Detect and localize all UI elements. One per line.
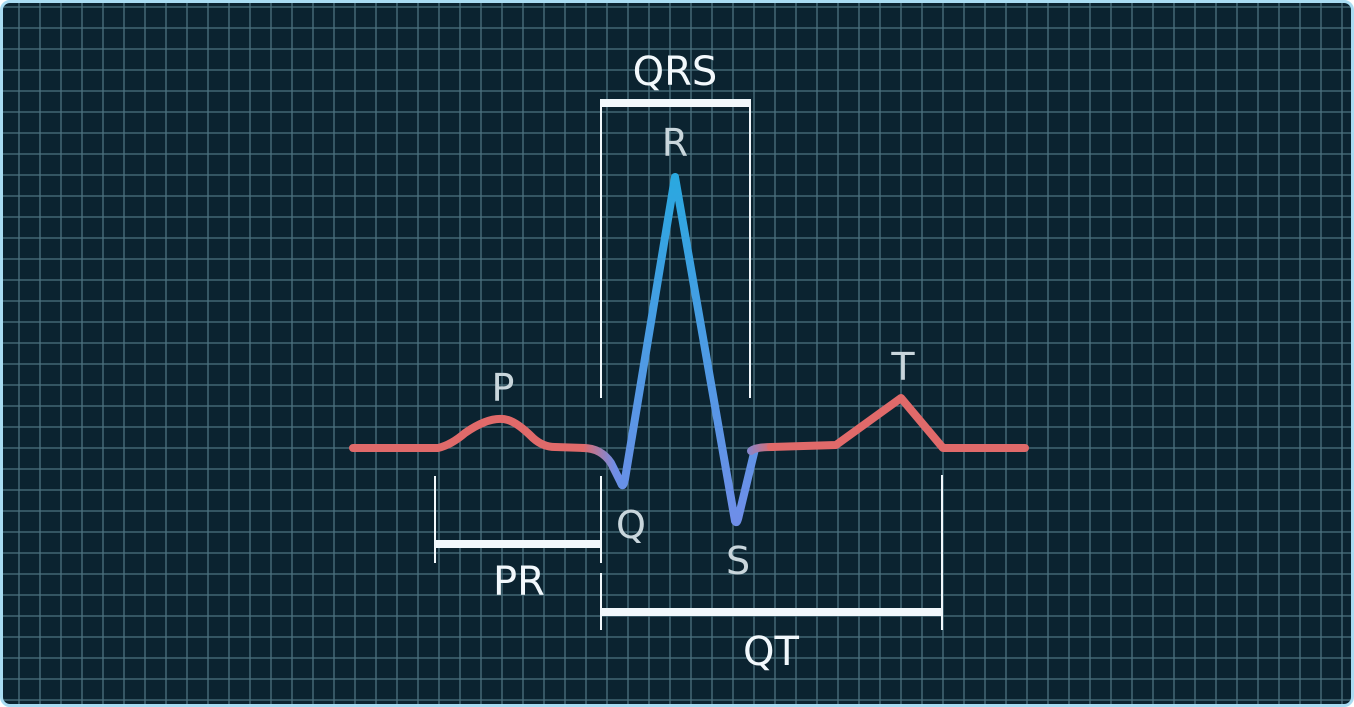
pr-to-q-segment <box>579 444 625 487</box>
grid <box>3 3 1351 704</box>
qrs-label: QRS <box>633 49 718 95</box>
ecg-trace <box>349 173 1029 527</box>
qt-label: QT <box>743 629 799 675</box>
p-wave-segment <box>349 414 589 452</box>
pr-label: PR <box>493 559 545 605</box>
qrs-complex <box>617 173 759 527</box>
ecg-canvas: QRS PR QT P R Q S T <box>3 3 1351 704</box>
t-wave-label: T <box>890 345 915 389</box>
r-wave-label: R <box>662 121 688 165</box>
st-t-segment <box>767 394 1029 452</box>
p-wave-label: P <box>492 366 515 410</box>
q-wave-label: Q <box>616 503 646 547</box>
s-wave-label: S <box>726 539 750 583</box>
interval-brackets <box>434 99 943 630</box>
